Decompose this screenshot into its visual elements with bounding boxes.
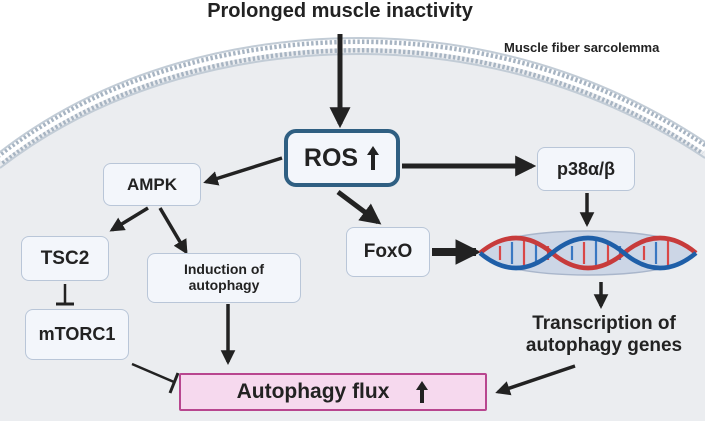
arrow-ros-to-ampk — [203, 156, 283, 186]
node-p38: p38α/β — [537, 147, 635, 191]
node-induction-of-autophagy: Induction of autophagy — [147, 253, 301, 303]
node-tsc2: TSC2 — [21, 236, 109, 281]
node-mtorc1: mTORC1 — [25, 309, 129, 360]
up-arrow-icon — [416, 381, 429, 403]
node-ros-label: ROS — [303, 143, 359, 172]
transcription-line-2: autophagy genes — [525, 335, 683, 357]
transcription-line-1: Transcription of — [532, 313, 676, 334]
dna-icon — [478, 230, 698, 276]
arrow-transcription-to-flux — [495, 364, 576, 396]
page-title: Prolonged muscle inactivity — [207, 0, 473, 22]
inhibit-mtorc1-flux-bar — [168, 372, 180, 394]
induction-line-1: Induction of — [183, 261, 265, 278]
arrow-ampk-to-tsc2 — [109, 206, 149, 232]
transcription-label: Transcription of autophagy genes — [508, 313, 700, 358]
node-autophagy-flux: Autophagy flux — [179, 373, 487, 411]
inhibit-mtorc1-flux — [131, 362, 175, 384]
arrow-ros-to-foxo — [336, 190, 382, 225]
node-foxo: FoxO — [346, 227, 430, 277]
node-ros: ROS — [284, 129, 400, 187]
arrow-ampk-to-induction — [158, 207, 188, 255]
up-arrow-icon — [367, 146, 380, 170]
flux-label: Autophagy flux — [236, 380, 390, 403]
membrane-label: Muscle fiber sarcolemma — [504, 40, 660, 55]
lipid-bilayer-icon — [0, 36, 705, 169]
node-ampk: AMPK — [103, 163, 201, 206]
induction-line-2: autophagy — [188, 277, 260, 293]
